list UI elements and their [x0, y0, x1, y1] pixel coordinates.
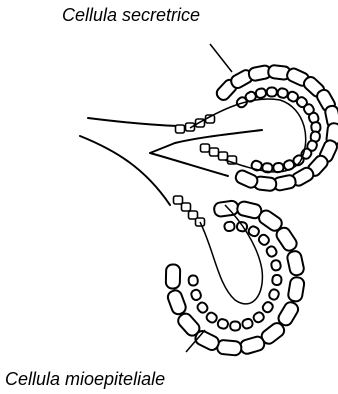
lower-acinus-outer-cells: [166, 200, 305, 356]
lower-inner-cell-14: [205, 311, 218, 324]
lower-inner-cell-4: [257, 233, 270, 246]
duct-lower-wall: [80, 136, 170, 205]
duct-cell-2: [186, 123, 195, 131]
lower-inner-cell-16: [190, 289, 202, 302]
lower-outer-cell-1: [213, 200, 239, 217]
lower-outer-cell-14: [166, 264, 180, 288]
lower-outer-cell-13: [166, 289, 187, 316]
lower-inner-cell-6: [271, 259, 282, 271]
lower-inner-cell-12: [230, 321, 240, 330]
lower-inner-cell-17: [188, 275, 198, 286]
secretory-cell-label: Cellula secretrice: [62, 6, 200, 24]
lower-inner-cell-10: [252, 311, 265, 324]
lower-outer-cell-5: [286, 250, 305, 276]
lower-inner-cell-5: [265, 245, 278, 258]
lower-inner-cell-1: [224, 221, 235, 231]
leader-line-secretory: [210, 44, 232, 72]
duct-branch-wall-top: [175, 130, 262, 143]
upper-inner-cell-3: [255, 88, 267, 99]
myoepithelial-cell-label: Cellula mioepiteliale: [5, 370, 165, 388]
lower-acinus-lumen: [200, 205, 262, 304]
lower-inner-cell-15: [196, 301, 209, 314]
lower-outer-cell-6: [287, 276, 305, 302]
duct-cell-10: [182, 203, 191, 211]
lower-outer-cell-9: [239, 335, 266, 355]
lower-inner-cell-9: [261, 300, 274, 313]
lower-inner-cell-8: [268, 288, 280, 301]
duct-cell-9: [174, 196, 183, 204]
duct-cell-5: [201, 144, 210, 152]
lower-inner-cell-11: [241, 318, 253, 330]
lower-inner-cell-7: [272, 275, 282, 286]
upper-outer-cell-15: [234, 169, 259, 190]
duct-cell-1: [176, 125, 185, 133]
lower-inner-cell-13: [217, 318, 229, 330]
lower-outer-cell-10: [217, 340, 242, 356]
duct-branch-tip: [150, 143, 175, 153]
duct-cell-6: [210, 148, 219, 156]
upper-inner-cell-4: [267, 87, 277, 96]
duct-cell-7: [219, 152, 228, 160]
lower-acinus-inner-cells: [188, 221, 282, 330]
duct-upper-wall: [88, 118, 178, 126]
